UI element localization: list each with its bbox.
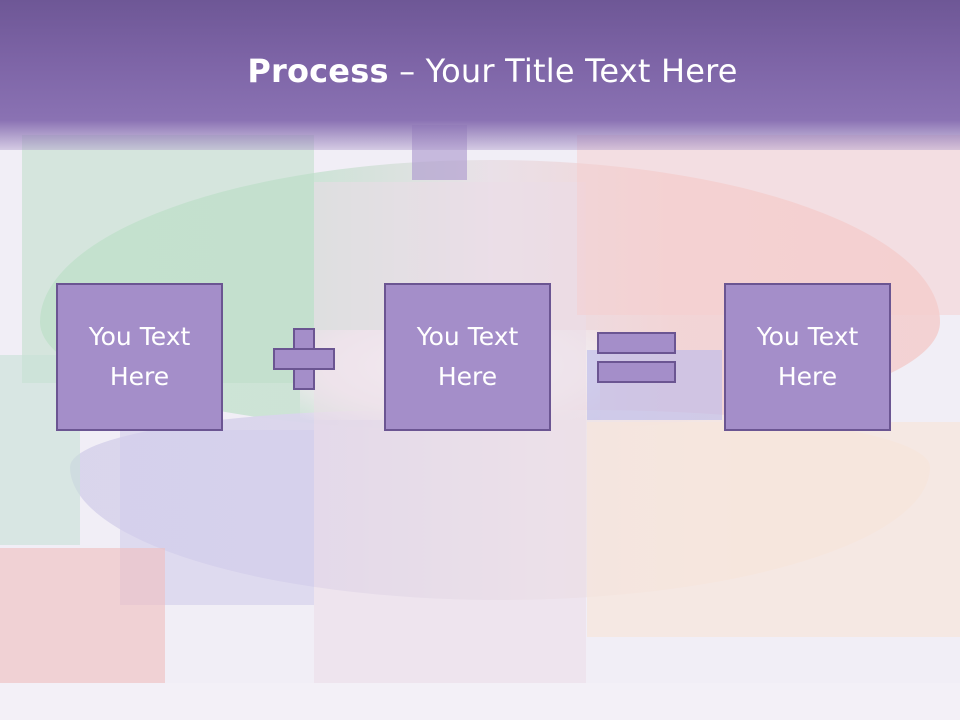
slide-title: Process – Your Title Text Here (0, 52, 960, 90)
process-box-2[interactable]: You Text Here (384, 283, 551, 431)
title-bold: Process (247, 52, 389, 90)
process-box-label: You Text Here (756, 322, 859, 391)
title-rest: – Your Title Text Here (388, 52, 738, 90)
process-box-1[interactable]: You Text Here (56, 283, 223, 431)
process-box-label: You Text Here (88, 322, 191, 391)
collage-tile (0, 548, 165, 683)
equals-bar-bottom (597, 361, 676, 383)
process-box-label: You Text Here (416, 322, 519, 391)
plus-icon (273, 328, 335, 390)
collage-tile (0, 683, 960, 720)
title-bar: Process – Your Title Text Here (0, 0, 960, 150)
collage-tile (314, 182, 586, 720)
collage-tile (587, 422, 960, 637)
process-box-3[interactable]: You Text Here (724, 283, 891, 431)
equals-bar-top (597, 332, 676, 354)
